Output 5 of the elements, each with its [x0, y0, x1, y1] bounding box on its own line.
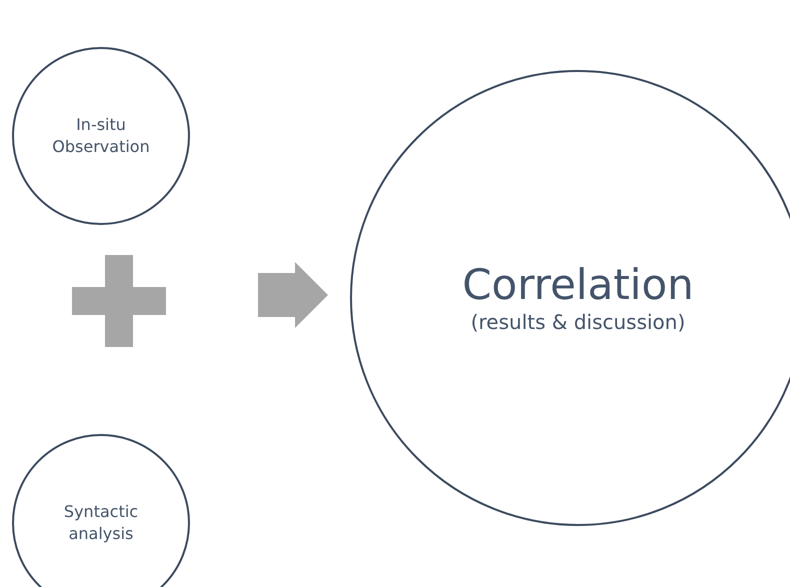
block-arrow: [258, 262, 328, 328]
node-text: (results & discussion): [470, 309, 686, 336]
node-text: In-situ Observation: [51, 114, 151, 158]
node-title: Correlation: [462, 260, 694, 310]
node-text: Syntactic analysis: [62, 501, 140, 545]
